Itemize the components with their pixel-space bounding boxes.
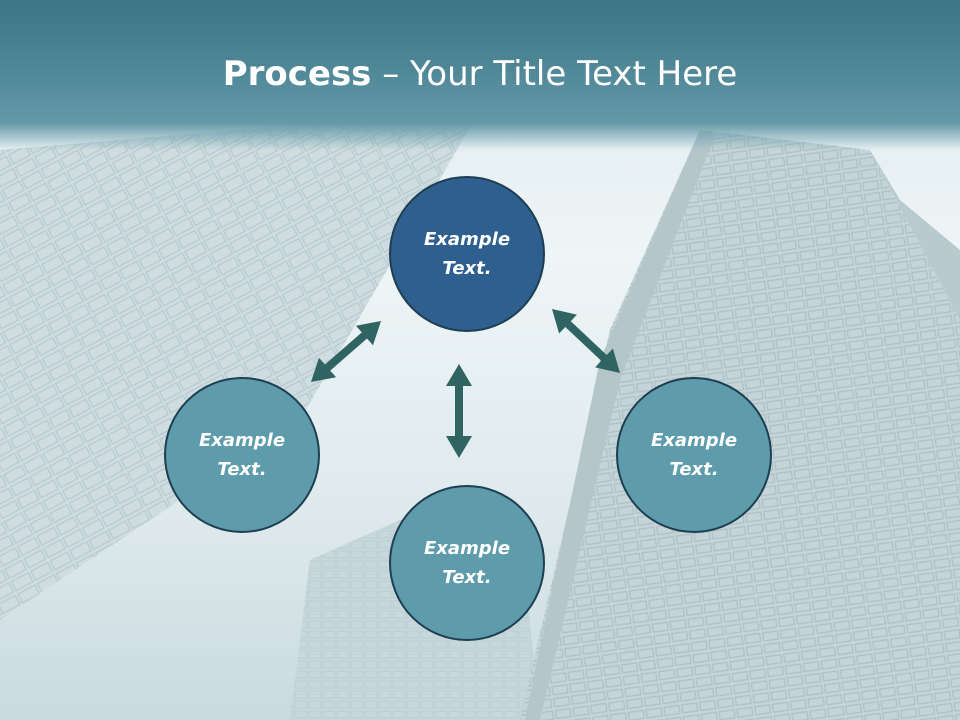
- page-title: Process – Your Title Text Here: [0, 52, 960, 96]
- node-top-label: Example Text.: [392, 225, 542, 283]
- double-arrow-top-bottom-shape: [446, 364, 472, 458]
- double-arrow-top-left-shape: [311, 321, 381, 382]
- node-bottom-line2: Text.: [442, 567, 492, 588]
- process-node-top: [389, 176, 545, 332]
- node-top-line2: Text.: [442, 258, 492, 279]
- node-right-label: Example Text.: [619, 426, 769, 484]
- node-left-label: Example Text.: [167, 426, 317, 484]
- node-top-line1: Example: [423, 229, 511, 250]
- double-arrow-top-left: [311, 321, 381, 382]
- double-arrow-top-right-shape: [552, 309, 620, 373]
- title-bar: [0, 0, 960, 150]
- page-title-rest: – Your Title Text Here: [371, 54, 738, 94]
- node-right-line1: Example: [650, 430, 738, 451]
- double-arrow-top-right: [552, 309, 620, 373]
- process-node-left: [164, 377, 320, 533]
- node-bottom-line1: Example: [423, 538, 511, 559]
- double-arrow-top-bottom: [446, 364, 472, 458]
- process-node-right: [616, 377, 772, 533]
- node-left-line1: Example: [198, 430, 286, 451]
- page-title-bold: Process: [222, 54, 372, 94]
- node-left-line2: Text.: [217, 459, 267, 480]
- node-bottom-label: Example Text.: [392, 534, 542, 592]
- node-right-line2: Text.: [669, 459, 719, 480]
- process-node-bottom: [389, 485, 545, 641]
